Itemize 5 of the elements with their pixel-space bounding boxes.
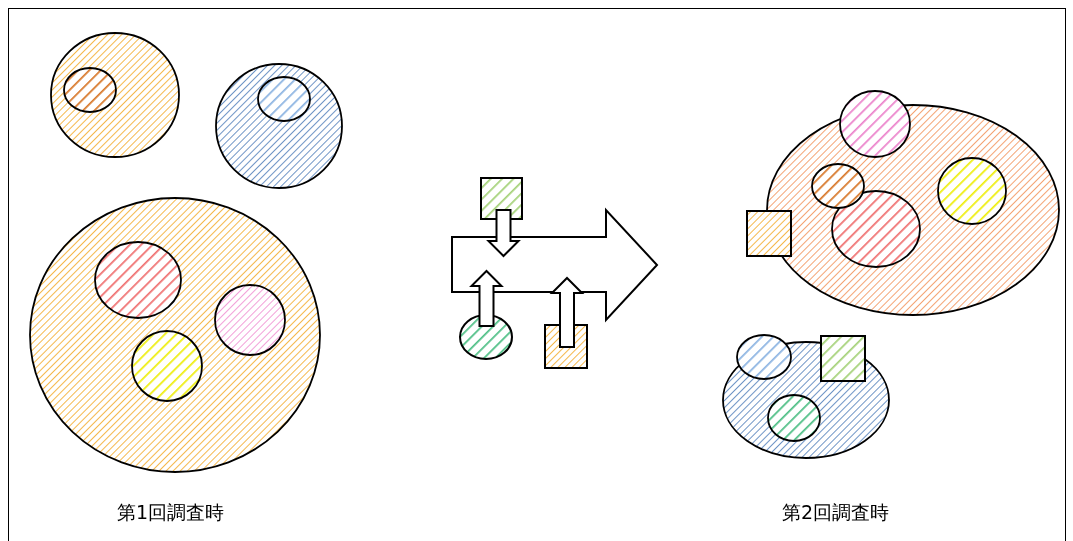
caption-text: 第1回調査時 — [117, 500, 225, 525]
block-arrow-connector — [469, 269, 504, 327]
block-arrow-connector — [549, 276, 585, 348]
caption-text: 第2回調査時 — [782, 500, 890, 525]
block-arrow-connector — [486, 209, 521, 258]
